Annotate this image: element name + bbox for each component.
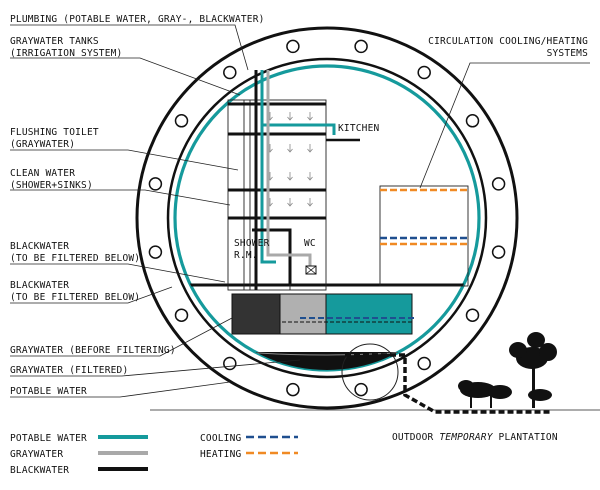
label-plumbing: PLUMBING (POTABLE WATER, GRAY-, BLACKWAT… xyxy=(10,14,265,25)
bolt xyxy=(223,356,237,371)
label-shower: SHOWER xyxy=(234,238,270,249)
bolt xyxy=(465,308,480,322)
label-blackwater-a: BLACKWATER xyxy=(10,241,69,252)
label-clean-water: CLEAN WATER xyxy=(10,168,75,179)
bolt xyxy=(354,39,368,54)
legend-label-heating: HEATING xyxy=(200,449,242,460)
label-flushing-toilet: FLUSHING TOILET xyxy=(10,127,99,138)
flow-arrow xyxy=(287,198,293,207)
plumbing-pipes xyxy=(252,70,336,290)
flow-arrow xyxy=(287,144,293,153)
label-rm: R.M. xyxy=(234,250,258,261)
bolt xyxy=(354,382,368,397)
bolt xyxy=(417,65,431,80)
label-shower-sinks: (SHOWER+SINKS) xyxy=(10,180,93,191)
legend-label-potable: POTABLE WATER xyxy=(10,433,87,444)
left-labels: PLUMBING (POTABLE WATER, GRAY-, BLACKWAT… xyxy=(10,14,265,397)
bolt xyxy=(174,114,189,128)
flow-arrows xyxy=(267,112,313,207)
label-systems: SYSTEMS xyxy=(547,48,589,59)
bolt xyxy=(174,308,189,322)
bolt xyxy=(491,177,506,191)
label-wc: WC xyxy=(304,238,316,249)
flow-arrow xyxy=(307,144,313,153)
label-graywater-before: GRAYWATER (BEFORE FILTERING) xyxy=(10,345,176,356)
legend-label-blackwater: BLACKWATER xyxy=(10,465,69,476)
label-circulation: CIRCULATION COOLING/HEATING xyxy=(428,36,588,47)
bolt xyxy=(286,39,300,54)
bolt xyxy=(491,245,506,259)
flow-arrow xyxy=(307,112,313,121)
bolt xyxy=(148,177,163,191)
storage-tanks xyxy=(231,293,414,335)
blackwater-sump xyxy=(230,352,405,370)
tree-icon xyxy=(458,332,557,408)
label-kitchen: KITCHEN xyxy=(338,123,380,134)
label-irrigation: (IRRIGATION SYSTEM) xyxy=(10,48,122,59)
bolt-ring xyxy=(148,39,506,397)
right-labels: CIRCULATION COOLING/HEATING SYSTEMS xyxy=(428,36,588,59)
flow-arrow xyxy=(287,172,293,181)
label-filtered-below-b: (TO BE FILTERED BELOW) xyxy=(10,292,140,303)
flow-arrow xyxy=(307,172,313,181)
label-graywater-filtered: GRAYWATER (FILTERED) xyxy=(10,365,128,376)
legend-label-cooling: COOLING xyxy=(200,433,242,444)
bolt xyxy=(417,356,431,371)
label-leaders xyxy=(10,24,590,398)
flow-arrow xyxy=(287,112,293,121)
circulation-systems xyxy=(379,185,469,287)
label-graywater-tanks: GRAYWATER TANKS xyxy=(10,36,99,47)
flow-arrow xyxy=(307,198,313,207)
legend: POTABLE WATER GRAYWATER BLACKWATER COOLI… xyxy=(10,433,298,476)
label-flushing-graywater: (GRAYWATER) xyxy=(10,139,75,150)
tube-shell xyxy=(135,26,519,410)
bolt xyxy=(223,65,237,80)
legend-label-graywater: GRAYWATER xyxy=(10,449,63,460)
label-blackwater-b: BLACKWATER xyxy=(10,280,69,291)
bolt xyxy=(148,245,163,259)
outdoor-irrigation xyxy=(341,343,550,414)
label-filtered-below-a: (TO BE FILTERED BELOW) xyxy=(10,253,140,264)
bolt xyxy=(286,382,300,397)
label-outdoor-plantation: OUTDOOR TEMPORARY PLANTATION xyxy=(392,432,558,443)
label-potable-water: POTABLE WATER xyxy=(10,386,87,397)
room-labels: KITCHEN SHOWER R.M. WC xyxy=(234,123,380,261)
bolt xyxy=(465,114,480,128)
